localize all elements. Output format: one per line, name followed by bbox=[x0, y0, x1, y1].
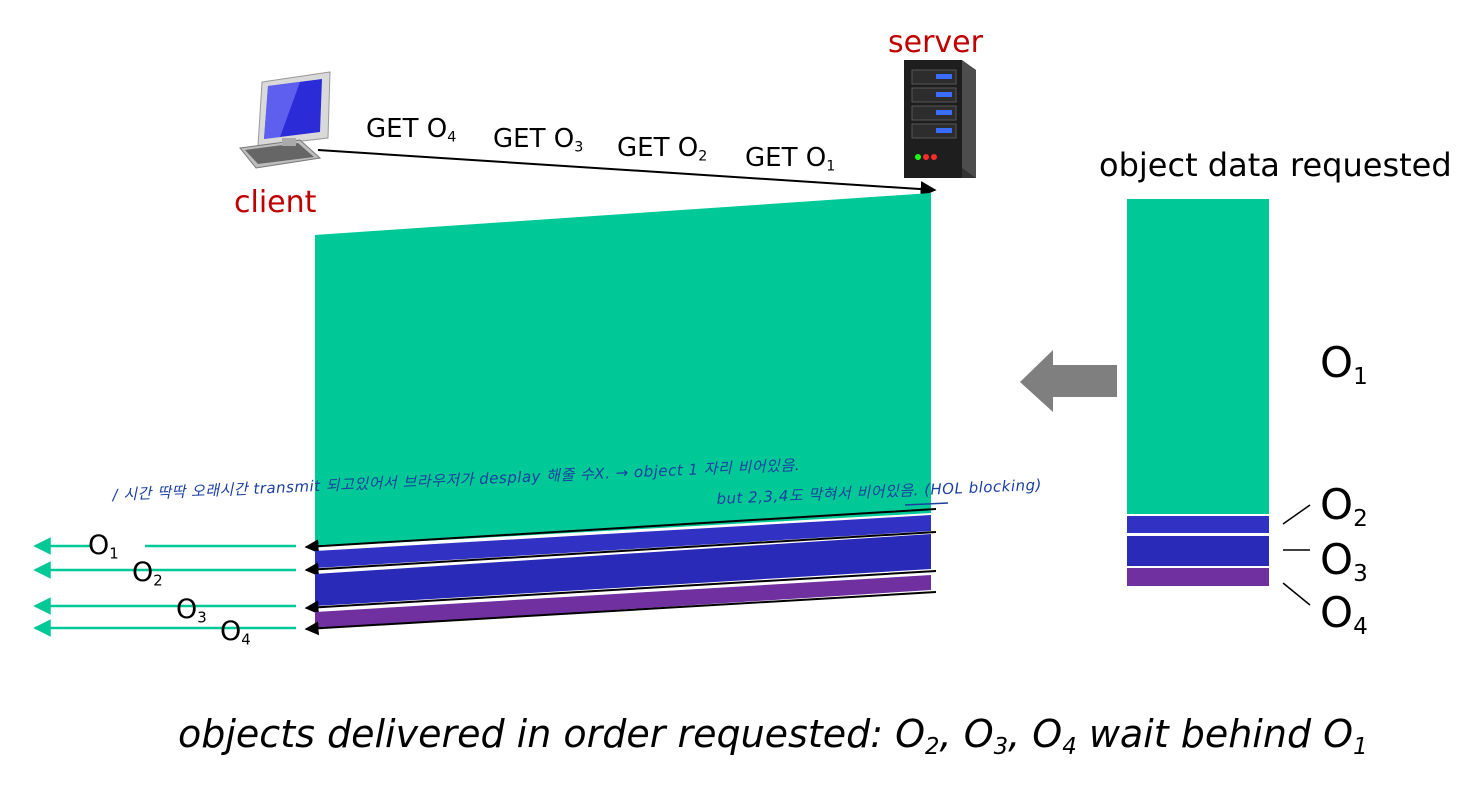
o3-o4-separator bbox=[304, 570, 937, 615]
stack-label-o3: O3 bbox=[1320, 535, 1368, 587]
stack-o3 bbox=[1127, 536, 1269, 566]
stack-label-o4: O4 bbox=[1320, 588, 1368, 640]
get-request-o3: GET O3 bbox=[493, 124, 584, 156]
caption: objects delivered in order requested: O2… bbox=[178, 712, 1368, 760]
leader-o2 bbox=[1282, 504, 1311, 525]
o1-transmission-block bbox=[315, 193, 931, 547]
stack-o2 bbox=[1127, 516, 1269, 533]
leader-o4 bbox=[1282, 582, 1311, 606]
delivered-label-o4: O4 bbox=[220, 616, 251, 649]
client-computer-icon bbox=[239, 71, 331, 169]
o1-o2-separator bbox=[304, 508, 937, 554]
get-request-o2: GET O2 bbox=[617, 133, 708, 165]
get-request-o1: GET O1 bbox=[745, 143, 836, 175]
stack-label-o1: O1 bbox=[1320, 338, 1368, 390]
stack-label-o2: O2 bbox=[1320, 480, 1368, 532]
get-request-o4: GET O4 bbox=[366, 114, 457, 146]
request-arrow bbox=[317, 149, 937, 198]
stack-title: object data requested bbox=[1099, 146, 1452, 184]
o3-transmission-block bbox=[315, 534, 931, 606]
o4-transmission-block bbox=[315, 575, 931, 629]
gray-left-arrow bbox=[1020, 350, 1117, 412]
server-icon bbox=[904, 60, 976, 178]
annotation-underline bbox=[904, 502, 949, 506]
delivered-label-o3: O3 bbox=[176, 594, 207, 627]
stack-o4 bbox=[1127, 568, 1269, 586]
delivered-label-o1: O1 bbox=[88, 530, 119, 563]
o4-end-separator bbox=[304, 591, 937, 636]
o2-o3-separator bbox=[304, 531, 937, 577]
server-label: server bbox=[888, 25, 983, 60]
delivered-label-o2: O2 bbox=[132, 557, 163, 590]
o2-transmission-block bbox=[315, 515, 931, 568]
client-label: client bbox=[234, 185, 317, 220]
stack-o1 bbox=[1127, 199, 1269, 514]
